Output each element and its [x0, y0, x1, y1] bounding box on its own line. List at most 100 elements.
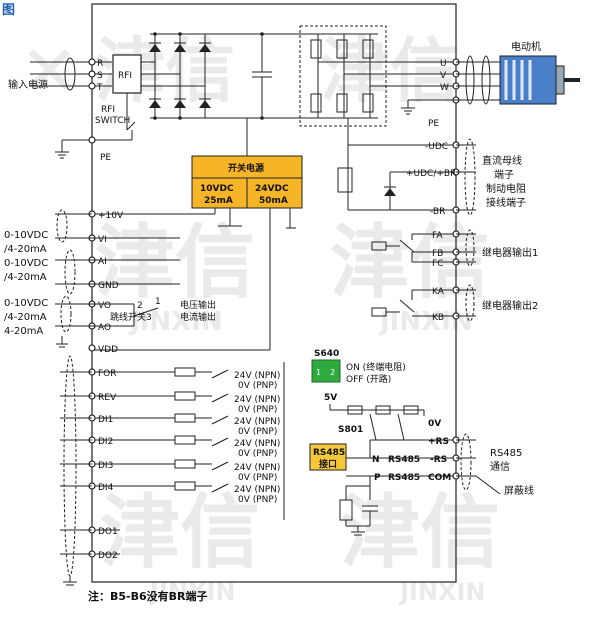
ground-icon: [401, 107, 415, 115]
pnp-label-REV: 0V (PNP): [238, 405, 277, 415]
range-label-3: 0-10VDC: [4, 258, 48, 269]
power-supply-title: 开关电源: [228, 162, 264, 174]
igbt-bridge-frame: [299, 25, 387, 127]
diode-bridge-icon: [149, 32, 240, 120]
ground-icon: [351, 531, 365, 536]
watermark-brand-6: 津信: [340, 486, 500, 579]
s640-switch-pos-2: 2: [330, 368, 335, 377]
terminal-DI4: DI4: [98, 483, 114, 493]
range-label-7: 4-20mA: [4, 326, 43, 337]
terminal-PE-right: PE: [428, 119, 439, 129]
jumper-pos-3: 3: [146, 313, 152, 323]
current-output-label: 电流输出: [180, 311, 216, 323]
terminal-KA: KA: [432, 287, 445, 297]
range-label-5: 0-10VDC: [4, 298, 48, 309]
range-label-6: /4-20mA: [4, 312, 47, 323]
npn-label-DI2: 24V (NPN): [234, 439, 280, 449]
terminal-AI: AI: [98, 257, 107, 267]
pnp-label-DI1: 0V (PNP): [238, 427, 277, 437]
terminal-PE-left: PE: [100, 153, 111, 163]
watermark-latin-4: JINXIN: [398, 578, 485, 606]
power-10vdc-current: 25mA: [204, 196, 233, 206]
watermark: ✕ 津信 津信 津信 津信 JINXIN JINXIN 津信 津信 JINXIN…: [20, 30, 500, 606]
jumper-pos-1: 1: [155, 297, 161, 307]
watermark-latin-1: JINXIN: [128, 307, 223, 337]
rfi-switch-label-1: RFI: [101, 105, 115, 115]
corner-label: 图: [2, 3, 15, 18]
watermark-brand-3: 津信: [95, 216, 255, 309]
s640-switch[interactable]: [311, 359, 341, 383]
rs485-interface-1: RS485: [313, 448, 345, 458]
rs485-interface-2: 接口: [319, 458, 337, 470]
terminal-plus-10v: +10V: [98, 211, 124, 221]
watermark-latin-3: JINXIN: [148, 578, 235, 606]
terminal-minus-br: -BR: [430, 207, 445, 217]
watermark-brand-5: 津信: [100, 486, 260, 579]
terminal-plus-udc-br: +UDC/+BR: [406, 169, 456, 179]
terminal-DI2: DI2: [98, 437, 113, 447]
terminal-FA: FA: [432, 231, 443, 241]
ground-icon: [55, 151, 69, 159]
rs485-N-text: RS485: [388, 455, 420, 465]
watermark-x-mark: ✕: [20, 30, 79, 112]
terminal-COM: COM: [428, 473, 451, 483]
terminal-minus-RS: -RS: [430, 455, 447, 465]
terminal-U: U: [440, 59, 447, 69]
input-power-label: 输入电源: [8, 78, 48, 91]
rs485-P-label: P: [374, 473, 381, 483]
terminal-V: V: [440, 71, 447, 81]
pnp-label-DI2: 0V (PNP): [238, 449, 277, 459]
v0-label: 0V: [428, 419, 441, 429]
terminal-FB: FB: [432, 249, 443, 259]
brake-igbt-icon: [337, 167, 353, 193]
rfi-filter-icon: [112, 54, 142, 94]
s640-label: S640: [314, 349, 339, 359]
igbt-icon: [300, 33, 456, 119]
input-power-lines: [30, 57, 112, 91]
jumper-switch[interactable]: [133, 307, 159, 317]
comm-label: 通信: [490, 461, 510, 473]
s801-label: S801: [338, 425, 363, 435]
voltage-output-label: 电压输出: [180, 299, 216, 311]
terminal-VI: VI: [98, 235, 107, 245]
rfi-switch-label-2: SWITCH: [95, 116, 130, 126]
terminal-REV: REV: [98, 393, 117, 403]
s640-off-label: OFF (开路): [346, 373, 391, 385]
terminal-AO: AO: [98, 323, 111, 333]
power-24vdc: 24VDC: [255, 184, 289, 194]
terminal-R: R: [97, 59, 103, 69]
terminal-S: S: [97, 71, 103, 81]
terminal-GND: GND: [98, 281, 119, 291]
motor-label: 电动机: [511, 40, 541, 53]
rs485-P-text: RS485: [388, 473, 420, 483]
range-label-4: /4-20mA: [4, 272, 47, 283]
range-label-2: /4-20mA: [4, 244, 47, 255]
terminal-VDD: VDD: [98, 345, 118, 355]
brake-resistor-label: 制动电阻: [486, 182, 526, 195]
rs485-right-label: RS485: [490, 448, 522, 459]
power-10vdc: 10VDC: [200, 184, 234, 194]
terminal-DO2: DO2: [98, 551, 118, 561]
terminal-KB: KB: [432, 313, 444, 323]
terminal-VO: VO: [98, 301, 111, 311]
v5-label: 5V: [324, 393, 337, 403]
terminal-T: T: [96, 83, 103, 93]
footnote: 注：B5-B6没有BR端子: [88, 589, 208, 603]
rs485-N-label: N: [372, 455, 380, 465]
terminal-FOR: FOR: [98, 369, 117, 379]
terminal-plus-RS: +RS: [428, 437, 449, 447]
terminal-DI1: DI1: [98, 415, 113, 425]
brake-wiring-terminal-label: 接线端子: [486, 196, 526, 209]
shield-wire-label: 屏蔽线: [504, 484, 534, 497]
npn-label-DI4: 24V (NPN): [234, 485, 280, 495]
npn-label-REV: 24V (NPN): [234, 395, 280, 405]
power-24vdc-box: [246, 177, 303, 209]
relay-output-1-label: 继电器输出1: [482, 246, 538, 259]
rfi-switch-icon: [126, 121, 136, 131]
power-24vdc-current: 50mA: [259, 196, 288, 206]
npn-label-FOR: 24V (NPN): [234, 371, 280, 381]
motor-icon: [499, 55, 580, 105]
rfi-label: RFI: [118, 71, 132, 81]
s640-switch-pos-1: 1: [316, 368, 321, 377]
